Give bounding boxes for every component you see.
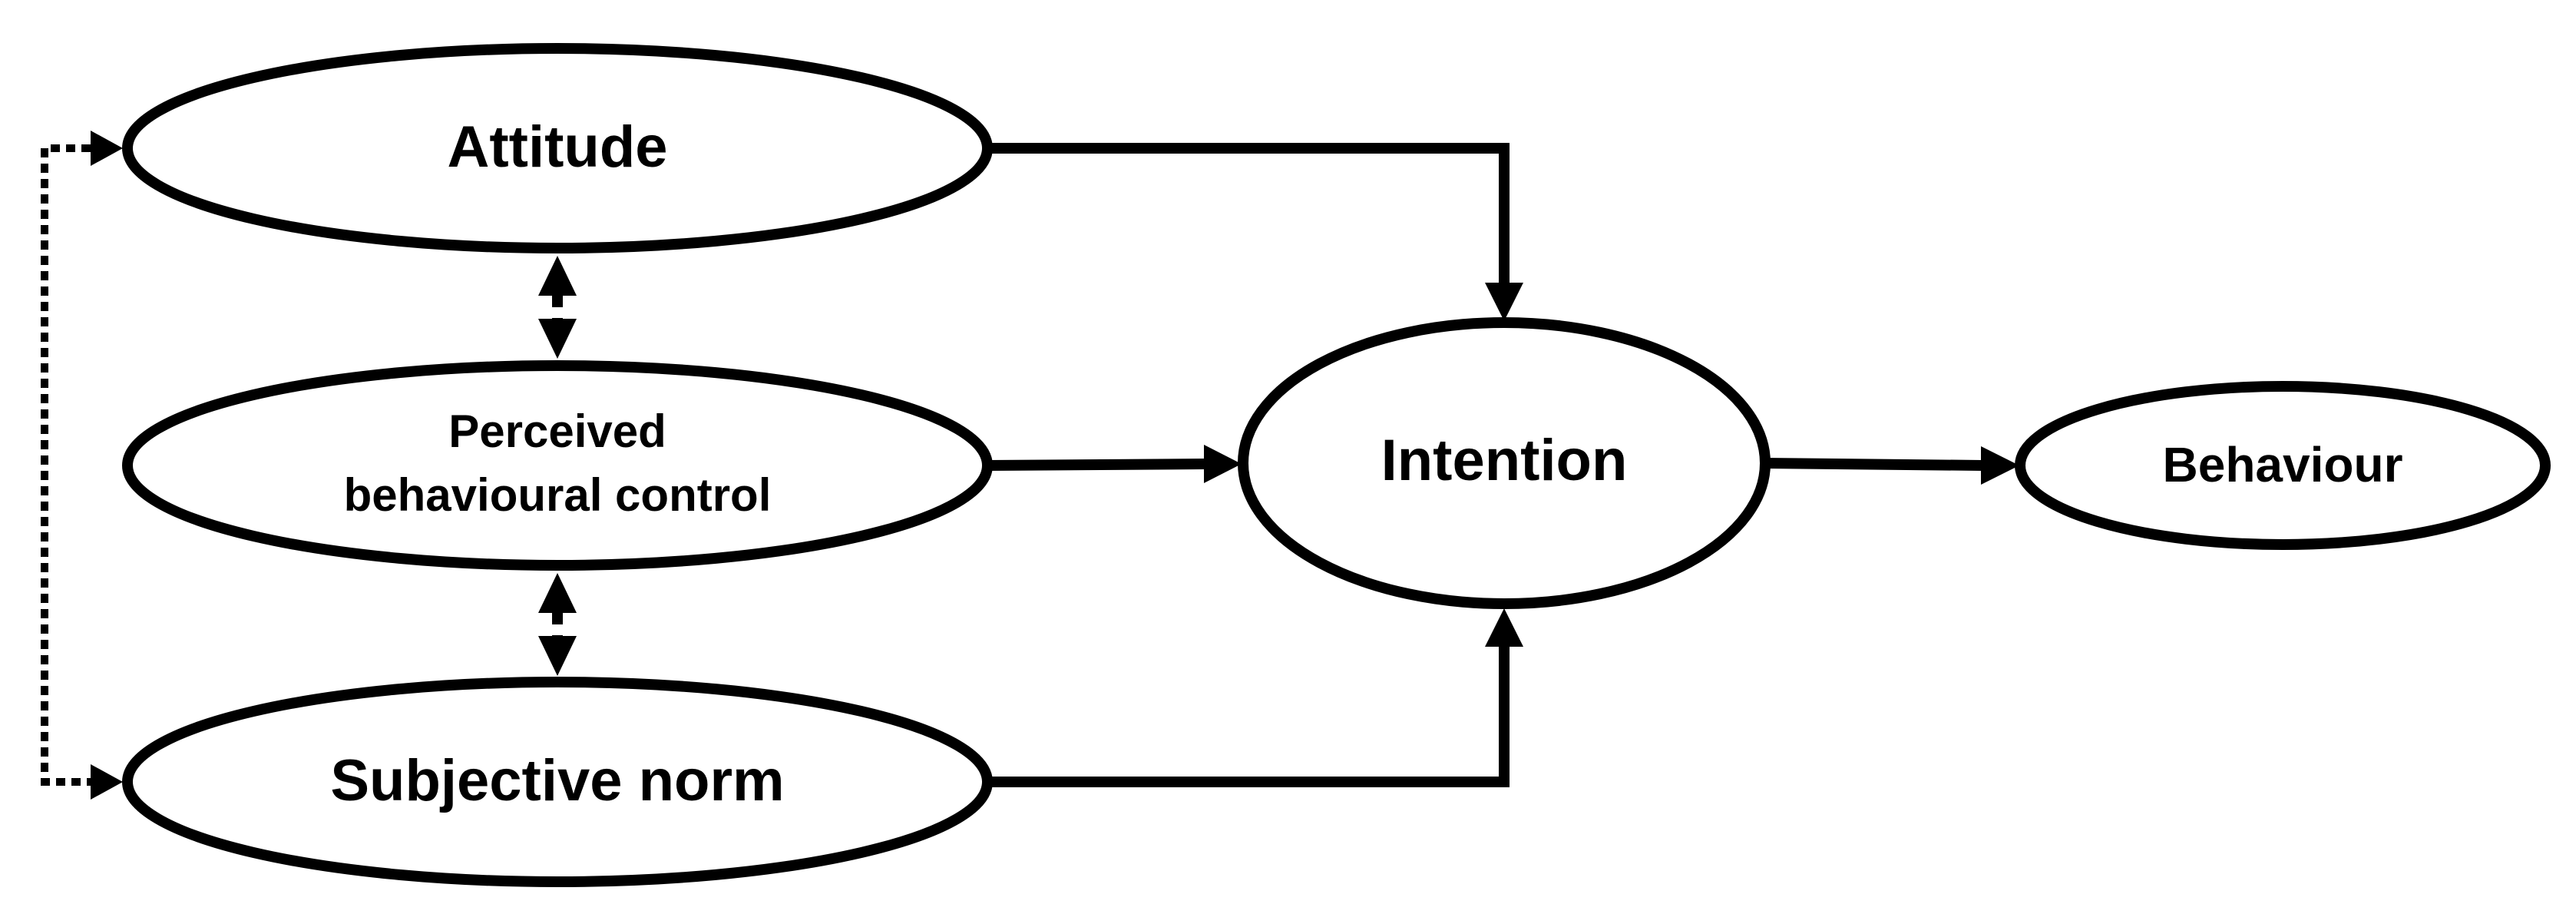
edge-attitude-pbc-correlation — [538, 256, 577, 359]
edge-pbc-to-intention — [987, 445, 1242, 483]
edge-subjective-norm-to-intention — [987, 608, 1523, 787]
label-pbc-line2: behavioural control — [344, 469, 772, 521]
edge-pbc-subjective-norm-correlation — [538, 573, 577, 676]
label-intention: Intention — [1381, 428, 1628, 493]
label-behaviour: Behaviour — [2163, 437, 2403, 492]
node-behaviour — [2015, 381, 2551, 550]
edge-intention-to-behaviour — [1764, 446, 2019, 485]
edge-attitude-subjective-norm-correlation — [41, 131, 123, 800]
label-attitude: Attitude — [447, 114, 667, 180]
label-pbc-line1: Perceived — [448, 406, 666, 457]
edge-attitude-to-intention — [987, 143, 1523, 321]
label-subjective-norm: Subjective norm — [330, 748, 784, 813]
node-perceived-behavioural-control — [122, 360, 993, 571]
